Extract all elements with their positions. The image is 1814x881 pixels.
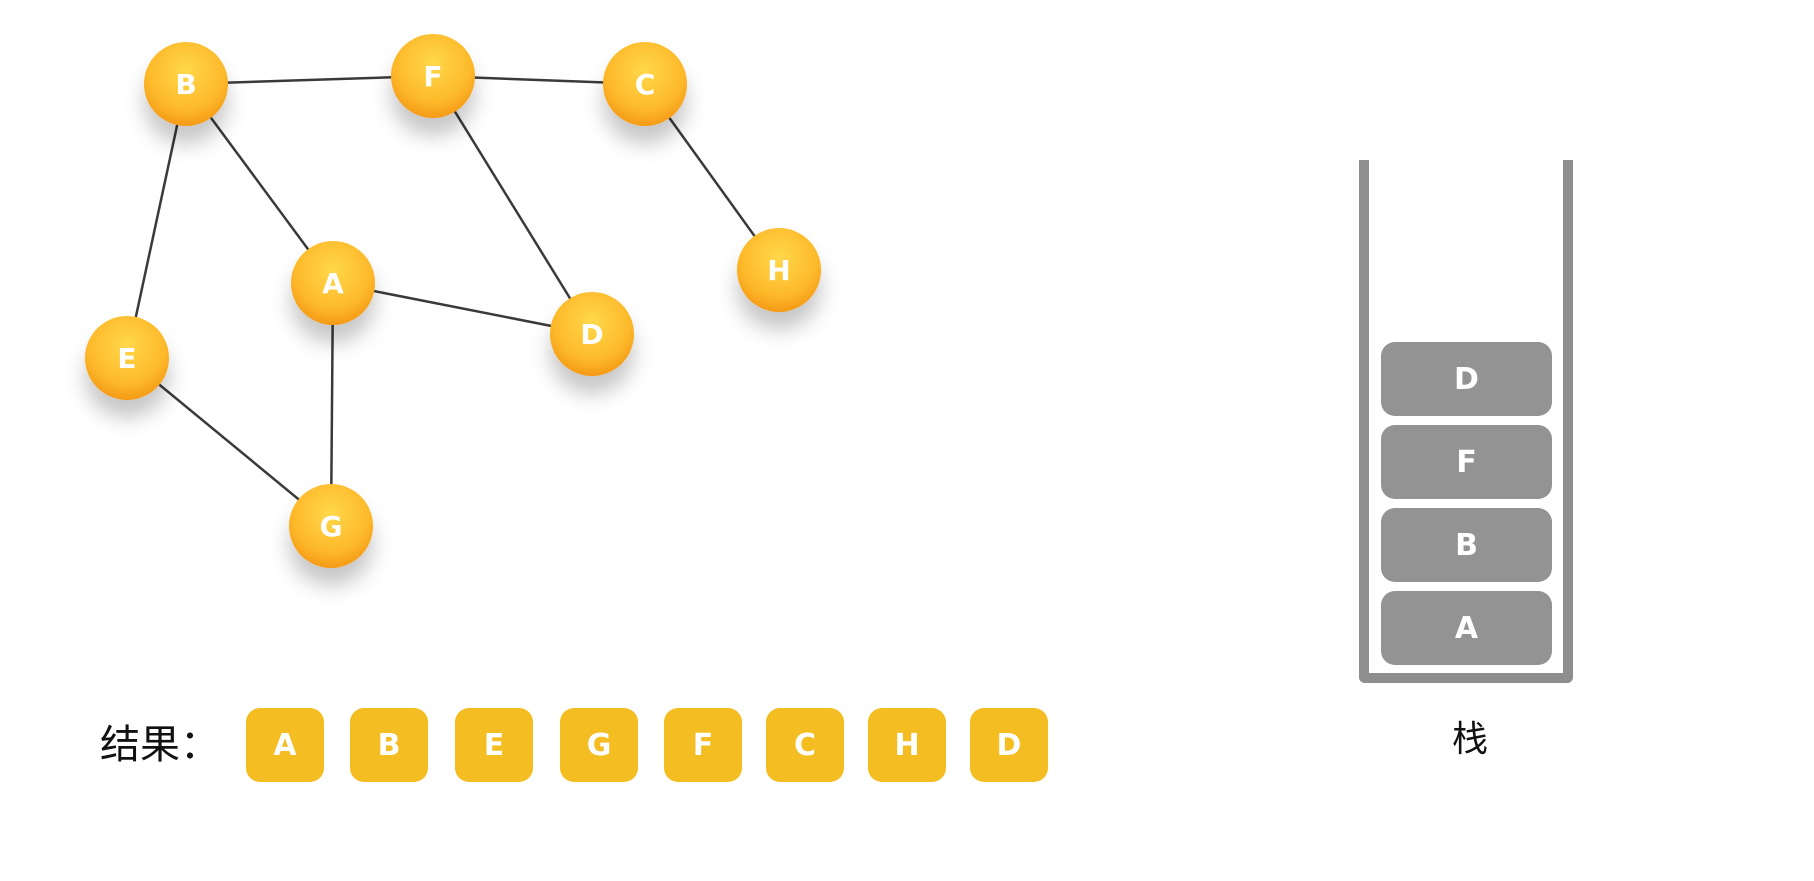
- result-item: B: [350, 708, 428, 782]
- graph-node-circle: [291, 241, 375, 325]
- graph-node-label: A: [322, 267, 344, 300]
- graph-node-circle: [603, 42, 687, 126]
- edge-f-d: [431, 75, 594, 335]
- result-item: C: [766, 708, 844, 782]
- graph-node-b: B: [144, 42, 228, 126]
- stack-item: D: [1381, 342, 1552, 416]
- result-item: E: [455, 708, 533, 782]
- result-item: D: [970, 708, 1048, 782]
- graph-node-label: G: [320, 510, 343, 543]
- stack-item: A: [1381, 591, 1552, 665]
- nodes-layer: B F C A H D E G: [85, 34, 821, 568]
- result-item: A: [246, 708, 324, 782]
- graph-node-circle: [737, 228, 821, 312]
- edge-e-g: [126, 357, 332, 527]
- graph-node-h: H: [737, 228, 821, 312]
- graph-node-circle: [85, 316, 169, 400]
- graph-node-label: E: [117, 342, 136, 375]
- graph-node-circle: [144, 42, 228, 126]
- graph-node-label: D: [580, 318, 603, 351]
- graph-node-circle: [289, 484, 373, 568]
- graph-node-label: H: [767, 254, 790, 287]
- graph-node-f: F: [391, 34, 475, 118]
- stack-item: B: [1381, 508, 1552, 582]
- edge-b-e: [125, 83, 188, 359]
- stack-label: 栈: [1451, 719, 1488, 760]
- graph-node-g: G: [289, 484, 373, 568]
- result-item: H: [868, 708, 946, 782]
- graph-node-label: F: [423, 60, 442, 93]
- graph-node-circle: [550, 292, 634, 376]
- graph-node-c: C: [603, 42, 687, 126]
- edges-layer: [125, 74, 781, 527]
- result-item: G: [560, 708, 638, 782]
- graph-node-e: E: [85, 316, 169, 400]
- stack-container: [1359, 160, 1573, 683]
- edge-a-d: [332, 281, 593, 336]
- graph-node-label: B: [175, 68, 196, 101]
- graph-node-d: D: [550, 292, 634, 376]
- graph-node-a: A: [291, 241, 375, 325]
- result-label: 结果：: [100, 722, 220, 768]
- result-item: F: [664, 708, 742, 782]
- graph-node-circle: [391, 34, 475, 118]
- stack-item: F: [1381, 425, 1552, 499]
- graph-node-label: C: [635, 68, 656, 101]
